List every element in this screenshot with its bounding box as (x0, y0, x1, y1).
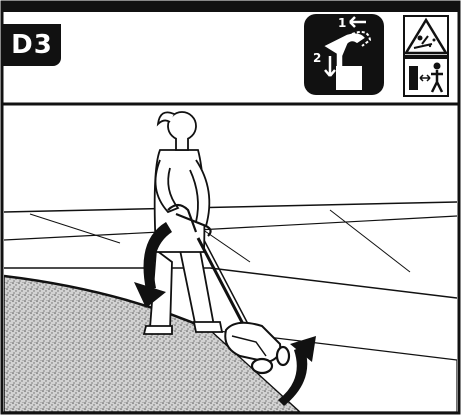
debris-hazard-icon (404, 16, 448, 56)
handle-steps-icon: 1 2 (304, 14, 384, 95)
step-1-label: 1 (338, 16, 346, 30)
step-2-label: 2 (313, 51, 321, 65)
keep-distance-icon (404, 58, 448, 96)
top-bar (2, 2, 459, 12)
step-badge: D3 (3, 24, 61, 66)
